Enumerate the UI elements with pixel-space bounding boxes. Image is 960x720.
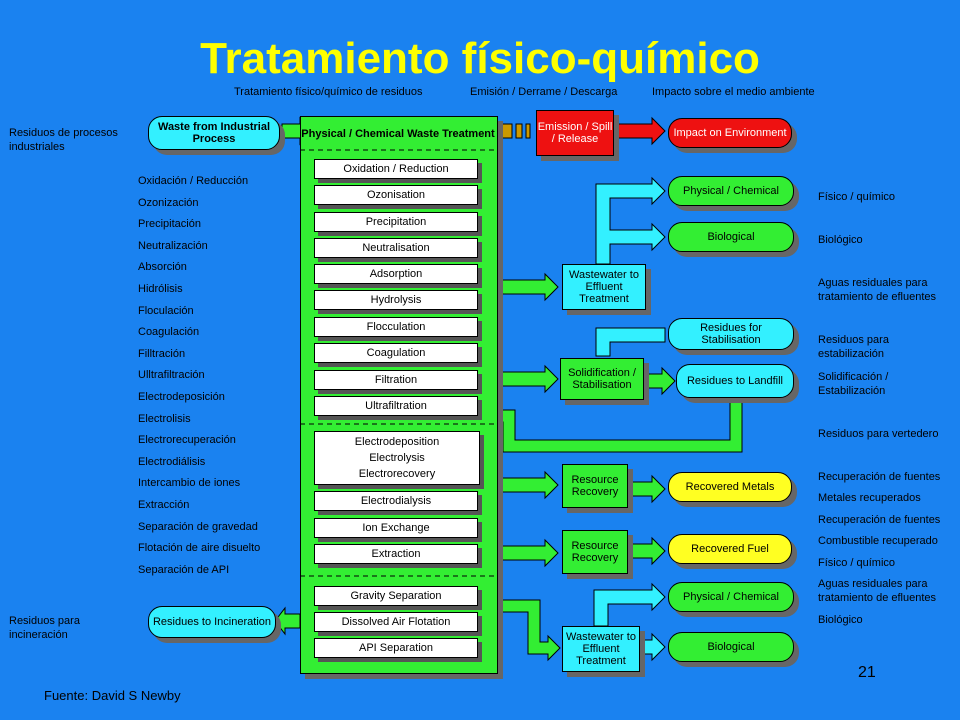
header-emission: Emisión / Derrame / Descarga xyxy=(470,86,618,98)
process-label-es: Absorción xyxy=(138,261,187,274)
wastewater-effluent-node: Wastewater to Effluent Treatment xyxy=(562,264,646,310)
process-box: Adsorption xyxy=(314,264,478,284)
group-dividers xyxy=(300,149,496,577)
process-box: Gravity Separation xyxy=(314,586,478,606)
right-label: Físico / químico xyxy=(818,191,896,203)
residues-incineration-node: Residues to Incineration xyxy=(148,606,276,638)
impact-node: Impact on Environment xyxy=(668,118,792,148)
residues-stabilisation-node: Residues for Stabilisation xyxy=(668,318,794,350)
process-item: Electrolysis xyxy=(369,452,425,464)
right-label: Aguas residuales para tratamiento de efl… xyxy=(818,578,937,604)
page-number: 21 xyxy=(858,664,876,681)
biological-node: Biological xyxy=(668,632,794,662)
solidification-node: Solidification / Stabilisation xyxy=(560,358,644,400)
process-label-es: Electrodiálisis xyxy=(138,455,206,468)
process-box: API Separation xyxy=(314,638,478,658)
process-label-es: Filltración xyxy=(138,347,186,360)
right-label: Recuperación de fuentes xyxy=(818,471,941,483)
process-label-es: Separación de API xyxy=(138,563,230,576)
header-impact: Impacto sobre el medio ambiente xyxy=(652,86,815,98)
process-box: Ion Exchange xyxy=(314,518,478,538)
right-label: Metales recuperados xyxy=(818,492,921,504)
waste-industrial-node: Waste from Industrial Process xyxy=(148,116,280,150)
treatment-title: Physical / Chemical Waste Treatment xyxy=(301,128,495,140)
process-box: Extraction xyxy=(314,544,478,564)
process-box: Hydrolysis xyxy=(314,290,478,310)
resource-recovery-node: Resource Recovery xyxy=(562,464,628,508)
right-label: Biológico xyxy=(818,614,863,626)
recovered-fuel-node: Recovered Fuel xyxy=(668,534,792,564)
right-label: Residuos para vertedero xyxy=(818,428,939,440)
right-label: Residuos para estabilización xyxy=(818,334,889,360)
emission-node: Emission / Spill / Release xyxy=(536,110,614,156)
right-label: Combustible recuperado xyxy=(818,535,938,547)
physical-chemical-node: Physical / Chemical xyxy=(668,582,794,612)
treatment-container xyxy=(300,116,498,674)
process-label-es: Precipitación xyxy=(138,218,201,231)
label-industrial-waste: Residuos de procesos industriales xyxy=(9,127,118,153)
right-label: Biológico xyxy=(818,234,863,246)
process-box: Oxidation / Reduction xyxy=(314,159,478,179)
page-title: Tratamiento físico-químico xyxy=(200,34,760,83)
process-label-es: Extracción xyxy=(138,498,190,511)
process-label-es: Electrodeposición xyxy=(138,390,225,403)
process-box: Dissolved Air Flotation xyxy=(314,612,478,632)
biological-node: Biological xyxy=(668,222,794,252)
process-box: Precipitation xyxy=(314,212,478,232)
source-citation: Fuente: David S Newby xyxy=(44,688,181,703)
process-label-es: Flotación de aire disuelto xyxy=(138,542,261,555)
process-label-es: Intercambio de iones xyxy=(138,477,241,490)
process-box: Ozonisation xyxy=(314,185,478,205)
process-list-es: Oxidación / Reducción Ozonización Precip… xyxy=(138,174,288,584)
process-item: Electrodeposition xyxy=(354,436,440,448)
process-label-es: Electrorecuperación xyxy=(138,434,236,447)
process-label-es: Ozonización xyxy=(138,196,199,209)
residues-landfill-node: Residues to Landfill xyxy=(676,364,794,398)
right-label: Recuperación de fuentes xyxy=(818,514,941,526)
process-box: Filtration xyxy=(314,370,478,390)
right-label: Solidificación / Estabilización xyxy=(818,371,889,397)
process-label-es: Neutralización xyxy=(138,239,208,252)
process-label-es: Ulltrafiltración xyxy=(138,369,205,382)
right-label: Aguas residuales para tratamiento de efl… xyxy=(818,277,937,303)
process-box: Ultrafiltration xyxy=(314,396,478,416)
process-box-electro: Electrodeposition Electrolysis Electrore… xyxy=(314,431,480,485)
label-incineration-waste: Residuos para incineración xyxy=(9,615,80,641)
process-box: Electrodialysis xyxy=(314,491,478,511)
physical-chemical-node: Physical / Chemical xyxy=(668,176,794,206)
right-label: Físico / químico xyxy=(818,557,896,569)
process-label-es: Electrolisis xyxy=(138,412,191,425)
wastewater-effluent-node: Wastewater to Effluent Treatment xyxy=(562,626,640,672)
process-box: Neutralisation xyxy=(314,238,478,258)
process-label-es: Floculación xyxy=(138,304,194,317)
process-label-es: Separación de gravedad xyxy=(138,520,258,533)
process-box: Flocculation xyxy=(314,317,478,337)
process-label-es: Hidrólisis xyxy=(138,282,183,295)
process-label-es: Coagulación xyxy=(138,326,200,339)
process-box: Coagulation xyxy=(314,343,478,363)
header-treatment: Tratamiento físico/químico de residuos xyxy=(234,86,423,98)
resource-recovery-node: Resource Recovery xyxy=(562,530,628,574)
process-item: Electrorecovery xyxy=(358,468,436,480)
process-label-es: Oxidación / Reducción xyxy=(138,175,249,187)
recovered-metals-node: Recovered Metals xyxy=(668,472,792,502)
